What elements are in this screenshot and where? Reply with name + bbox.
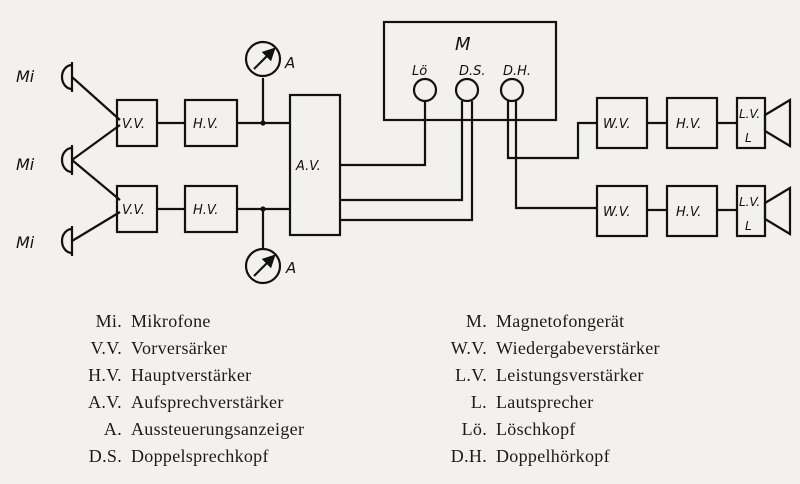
legend-row: V.V. Vorversärker	[60, 335, 304, 362]
legend-row: D.S. Doppelsprechkopf	[60, 443, 304, 470]
mic-label: Mi	[16, 155, 35, 174]
legend-abbr: L.	[470, 392, 487, 412]
main-amp-block-lower: H.V.	[183, 184, 239, 234]
record-head	[454, 77, 480, 103]
hv-label: H.V.	[193, 203, 218, 218]
main-amp-block-upper: H.V.	[183, 98, 239, 148]
legend-row: A.V. Aufsprechverstärker	[60, 389, 304, 416]
legend-text: Aussteuerungsanzeiger	[131, 419, 305, 439]
lv-label: L.V.	[739, 195, 760, 209]
legend-text: Hauptverstärker	[131, 365, 252, 385]
microphone-1: Mi	[16, 62, 74, 92]
hv-label: H.V.	[676, 117, 701, 132]
legend-text: Magnetofongerät	[496, 311, 625, 331]
legend-abbr: M.	[465, 311, 487, 331]
legend-abbr: Lö.	[461, 419, 487, 439]
head-lo-label: Lö	[412, 64, 427, 79]
legend-text: Leistungsverstärker	[496, 365, 644, 385]
head-ds-label: D.S.	[459, 64, 486, 79]
hv-label: H.V.	[676, 205, 701, 220]
mic-label: Mi	[16, 233, 35, 252]
legend-text: Doppelhörkopf	[496, 446, 610, 466]
wv-label: W.V.	[603, 117, 630, 132]
head-dh-label: D.H.	[503, 64, 531, 79]
recording-amp-block: A.V.	[288, 93, 342, 237]
lv-label: L.V.	[739, 107, 760, 121]
microphone-2: Mi	[16, 145, 74, 175]
meter-label: A	[284, 54, 295, 72]
mic-label: Mi	[16, 67, 35, 86]
legend-row: A. Aussteuerungsanzeiger	[60, 416, 304, 443]
legend-text: Lautsprecher	[496, 392, 594, 412]
legend-row: L. Lautsprecher	[405, 389, 660, 416]
legend-row: M. Magnetofongerät	[405, 308, 660, 335]
legend-abbr: W.V.	[450, 338, 487, 358]
legend-text: Doppelsprechkopf	[131, 446, 269, 466]
erase-head	[412, 77, 438, 103]
vv-label: V.V.	[122, 203, 145, 218]
l-label: L	[745, 131, 752, 145]
legend-abbr: V.V.	[90, 338, 122, 358]
legend-row: Mi. Mikrofone	[60, 308, 304, 335]
legend-abbr: D.H.	[450, 446, 487, 466]
legend-row: D.H. Doppelhörkopf	[405, 443, 660, 470]
legend-row: L.V. Leistungsverstärker	[405, 362, 660, 389]
recorder-label: M	[455, 34, 471, 55]
legend-row: W.V. Wiedergabeverstärker	[405, 335, 660, 362]
vv-label: V.V.	[122, 117, 145, 132]
wv-label: W.V.	[603, 205, 630, 220]
legend-abbr: L.V.	[455, 365, 487, 385]
level-meter-upper: A	[244, 40, 295, 78]
playback-amp-block-lower: W.V.	[595, 184, 649, 238]
preamp-block-upper: V.V.	[115, 98, 159, 148]
av-label: A.V.	[295, 159, 321, 174]
legend-row: Lö. Löschkopf	[405, 416, 660, 443]
power-amp-speaker-lower: L.V. L	[735, 184, 792, 238]
legend-text: Wiedergabeverstärker	[496, 338, 660, 358]
tape-recorder-block: M Lö D.S. D.H.	[382, 20, 558, 122]
legend-right-column: M. Magnetofongerät W.V. Wiedergabeverstärk…	[405, 308, 660, 470]
legend-text: Vorversärker	[131, 338, 228, 358]
loudspeaker-icon	[763, 98, 792, 148]
main-amp-block-right-upper: H.V.	[665, 96, 719, 150]
loudspeaker-icon	[763, 186, 792, 236]
mic-wiring	[71, 76, 121, 242]
legend-row: H.V. Hauptverstärker	[60, 362, 304, 389]
preamp-block-lower: V.V.	[115, 184, 159, 234]
legend-abbr: A.	[103, 419, 122, 439]
legend-abbr: A.V.	[88, 392, 122, 412]
legend-text: Aufsprechverstärker	[131, 392, 284, 412]
legend-abbr: Mi.	[95, 311, 122, 331]
block-diagram: Mi Mi Mi V.V. H.V. A V.V.	[16, 20, 792, 285]
legend-text: Löschkopf	[496, 419, 576, 439]
level-meter-lower: A	[244, 247, 296, 285]
power-amp-speaker-upper: L.V. L	[735, 96, 792, 150]
legend-abbr: D.S.	[88, 446, 122, 466]
main-amp-block-right-lower: H.V.	[665, 184, 719, 238]
l-label: L	[745, 219, 752, 233]
legend-left-column: Mi. Mikrofone V.V. Vorversärker H.V. Hauptv…	[60, 308, 304, 470]
meter-label: A	[285, 259, 296, 277]
playback-head	[499, 77, 525, 103]
legend-text: Mikrofone	[131, 311, 211, 331]
hv-label: H.V.	[193, 117, 218, 132]
legend-abbr: H.V.	[88, 365, 122, 385]
microphone-3: Mi	[16, 226, 74, 256]
head-wiring	[340, 101, 597, 222]
playback-amp-block-upper: W.V.	[595, 96, 649, 150]
